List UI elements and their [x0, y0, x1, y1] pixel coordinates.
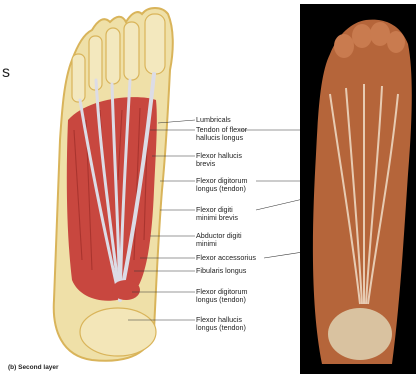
cadaver-photo — [300, 4, 416, 374]
heel-muscle — [112, 280, 140, 300]
heel — [80, 308, 156, 356]
label-lumbricals: Lumbricals — [196, 116, 231, 124]
foot-illustration — [54, 8, 173, 361]
label-quadratus: Flexor accessorius — [196, 254, 256, 262]
label-fibularis: Fibularis longus — [196, 267, 246, 275]
figure-caption: (b) Second layer — [8, 364, 59, 371]
cropped-letter: s — [2, 64, 10, 82]
cadaver-photo-art — [300, 4, 416, 374]
